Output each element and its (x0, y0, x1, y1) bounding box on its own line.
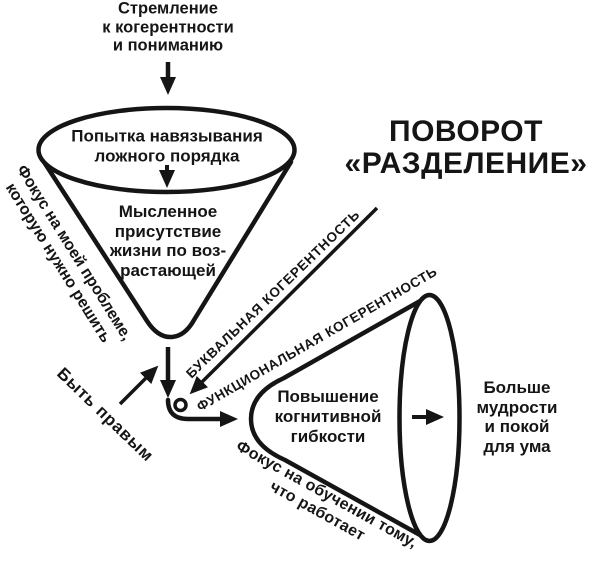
cognitive-flexibility-line3: гибкости (290, 427, 366, 446)
false-order-line2: ложного порядка (94, 146, 240, 165)
wisdom-outcome-line4: для ума (483, 436, 551, 456)
be-right-arrow-icon (118, 365, 159, 406)
aspiration-label: Стремление к когерентности и пониманию (102, 0, 234, 55)
aspiration-line3: и пониманию (112, 36, 224, 55)
cognitive-flexibility-line1: Повышение (277, 387, 379, 406)
mental-presence-line3: жизни по воз- (109, 241, 227, 260)
cognitive-flexibility-line2: когнитивной (274, 407, 382, 426)
wisdom-outcome-line3: и покой (484, 417, 550, 436)
title-line1: ПОВОРОТ (389, 115, 543, 148)
aspiration-line2: к когерентности (102, 17, 234, 36)
mental-presence-line2: присутствие (114, 221, 222, 241)
mental-presence-line4: растающей (120, 260, 216, 280)
title-line2: «РАЗДЕЛЕНИЕ» (344, 147, 588, 180)
aspiration-line1: Стремление (118, 0, 218, 18)
false-order-label: Попытка навязывания ложного порядка (71, 127, 263, 166)
wisdom-outcome-label: Больше мудрости и покой для ума (477, 378, 558, 456)
wisdom-outcome-line2: мудрости (476, 397, 558, 417)
left-funnel-cone-shape (41, 159, 294, 340)
left-funnel-mouth-ellipse (36, 105, 297, 195)
junction-circle-icon (173, 397, 188, 413)
false-order-line1: Попытка навязывания (71, 126, 263, 146)
literal-coherence-arrow-icon (189, 206, 379, 395)
right-funnel-cone-shape (248, 293, 432, 543)
right-funnel-mouth-ellipse (397, 292, 462, 544)
cognitive-flexibility-label: Повышение когнитивной гибкости (275, 387, 382, 447)
wisdom-outcome-line1: Больше (483, 378, 551, 397)
mental-presence-line1: Мысленное (118, 202, 218, 221)
mental-presence-label: Мысленное присутствие жизни по воз- раст… (110, 202, 226, 280)
elbow-right-arrow-icon (165, 397, 238, 427)
diagram-title: ПОВОРОТ «РАЗДЕЛЕНИЕ» (345, 116, 588, 180)
